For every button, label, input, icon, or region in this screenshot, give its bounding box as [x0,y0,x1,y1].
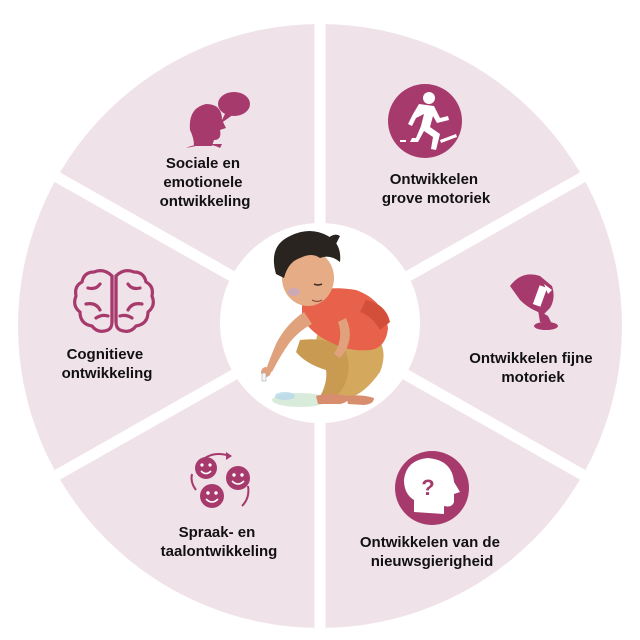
label-gross-motor: Ontwikkelen grove motoriek [382,171,491,207]
label-cognitive: Cognitieve ontwikkeling [62,346,153,382]
label-social-line-1: Sociale en [166,155,240,172]
label-language: Spraak- en taalontwikkeling [161,524,278,560]
smiley-faces-icon [190,452,250,508]
label-curiosity-line-2: nieuwsgierigheid [371,553,494,570]
label-curiosity-line-1: Ontwikkelen van de [360,534,500,551]
label-language-line-1: Spraak- en [179,524,256,541]
head-question-icon: ? [395,451,469,525]
svg-text:?: ? [421,475,434,500]
label-gross-motor-line-2: grove motoriek [382,190,491,207]
label-social-line-3: ontwikkeling [160,193,251,210]
running-child-icon [388,84,462,158]
label-fine-motor-line-1: Ontwikkelen fijne [469,350,592,367]
label-cognitive-line-2: ontwikkeling [62,365,153,382]
label-social: Sociale en emotionele ontwikkeling [160,155,251,210]
label-cognitive-line-1: Cognitieve [67,346,144,363]
label-curiosity: Ontwikkelen van de nieuwsgierigheid [360,534,504,570]
label-gross-motor-line-1: Ontwikkelen [390,171,478,188]
child-drawing-illustration [261,231,390,407]
label-fine-motor: Ontwikkelen fijne motoriek [469,350,597,386]
hand-pencil-icon [510,274,558,330]
label-social-line-2: emotionele [163,174,242,191]
label-language-line-2: taalontwikkeling [161,543,278,560]
wheel-dividers [47,20,593,632]
speech-person-icon [186,92,250,148]
brain-icon [73,269,155,333]
label-fine-motor-line-2: motoriek [501,369,565,386]
